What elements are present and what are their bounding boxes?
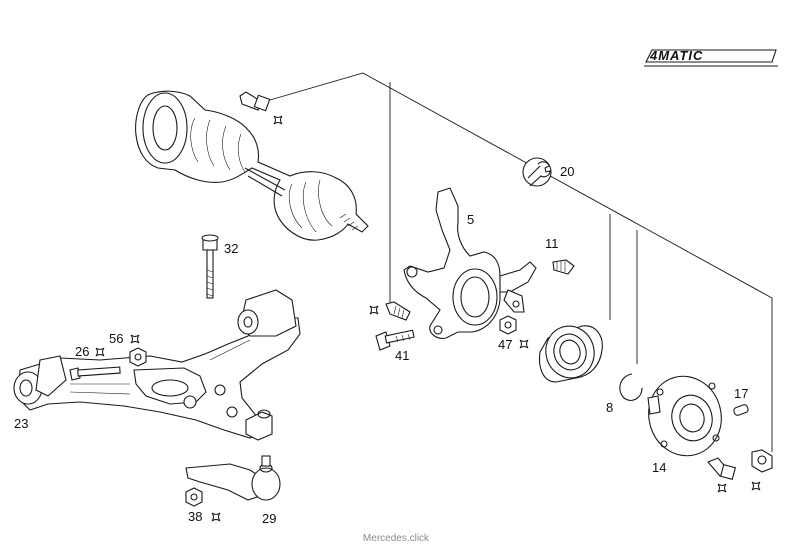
- part-label-23: 23: [14, 416, 28, 431]
- part-label-11: 11: [545, 236, 559, 251]
- part-label-14: 14: [652, 460, 666, 475]
- wheel-stud-11: [552, 259, 575, 275]
- circlip-8: [619, 373, 643, 401]
- single-use-symbol: [519, 339, 529, 349]
- stud-17: [733, 404, 749, 416]
- single-use-symbol: [211, 512, 221, 522]
- drive-shaft: [135, 90, 369, 241]
- nut-56: [129, 347, 147, 367]
- part-label-56: 56: [109, 331, 123, 346]
- part-label-5: 5: [467, 212, 474, 227]
- steering-knuckle: [403, 187, 537, 339]
- wrench-symbol-20: [522, 157, 552, 187]
- 4matic-badge-text: 4MATIC: [649, 48, 703, 63]
- part-label-38: 38: [188, 509, 202, 524]
- single-use-symbol: [95, 347, 105, 357]
- single-use-symbol: [751, 481, 761, 491]
- nut-38: [185, 487, 203, 507]
- single-use-symbol: [130, 334, 140, 344]
- part-label-17: 17: [734, 386, 748, 401]
- nut-47: [499, 315, 517, 335]
- shaft-bolt: [239, 91, 271, 112]
- part-label-20: 20: [560, 164, 574, 179]
- knuckle-bolt: [385, 301, 411, 321]
- part-label-26: 26: [75, 344, 89, 359]
- part-label-29: 29: [262, 511, 276, 526]
- bolt-41: [375, 329, 415, 351]
- 4matic-badge: 4MATIC: [644, 48, 778, 67]
- part-label-41: 41: [395, 348, 409, 363]
- bolt-32: [201, 234, 219, 299]
- lower-control-arm-23: [13, 289, 301, 441]
- part-label-32: 32: [224, 241, 238, 256]
- single-use-symbol: [273, 115, 283, 125]
- bolt-26: [69, 366, 121, 381]
- part-label-8: 8: [606, 400, 613, 415]
- hub-nut: [751, 449, 773, 473]
- single-use-symbol: [717, 483, 727, 493]
- wheel-hub-14: [647, 375, 722, 457]
- wheel-bearing: [538, 325, 603, 383]
- assembly-leader-lines: [269, 72, 773, 452]
- watermark: Mercedes.click: [362, 533, 430, 544]
- single-use-symbol: [369, 305, 379, 315]
- ball-joint-29: [185, 455, 281, 501]
- part-label-47: 47: [498, 337, 512, 352]
- hub-screw: [707, 457, 737, 481]
